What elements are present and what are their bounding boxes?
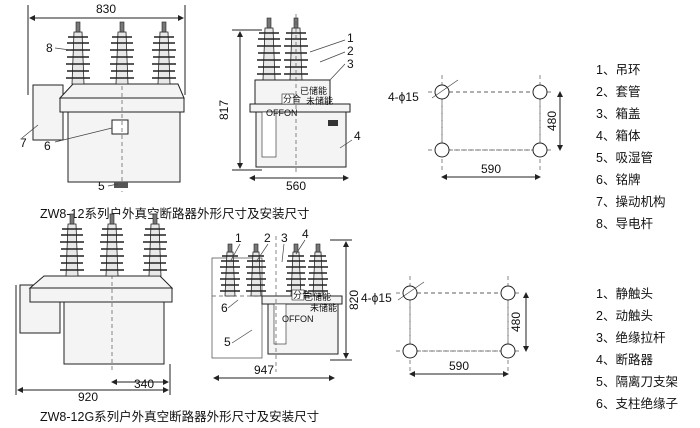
bottom-legend-item: 4、断路器 — [596, 352, 653, 367]
bottom-badge: 分合 — [293, 289, 311, 300]
top-legend-item: 2、套管 — [596, 84, 640, 99]
top-front-label-7: 7 — [20, 136, 27, 150]
bottom-legend-item: 6、支柱绝缘子 — [596, 396, 678, 411]
top-stored-text: 已储能 — [300, 85, 327, 96]
top-front-label-8: 8 — [46, 41, 53, 55]
bottom-offon-text: OFFON — [282, 314, 314, 324]
bottom-legend-item: 1、静触头 — [596, 287, 653, 301]
bottom-holes-label: 4-ϕ15 — [361, 291, 392, 305]
top-legend-item: 4、箱体 — [596, 128, 641, 143]
top-legend-item: 8、导电杆 — [596, 217, 653, 231]
top-legend-item: 6、铭牌 — [596, 172, 640, 187]
bottom-side-label-6: 6 — [221, 301, 228, 315]
bottom-front-view: 920 340 — [15, 213, 174, 404]
top-width-label: 830 — [96, 2, 116, 16]
bottom-subwidth-label: 340 — [134, 377, 154, 391]
bottom-stored-text: 已储能 — [304, 291, 331, 302]
bottom-side-label-4: 4 — [302, 227, 309, 241]
top-legend-item: 1、吊环 — [596, 63, 640, 77]
bottom-mount-diagram: 4-ϕ15 480 590 — [361, 276, 529, 377]
top-legend-item: 3、箱盖 — [596, 106, 640, 121]
bottom-side-width-label: 947 — [254, 363, 274, 377]
top-side-label-1: 1 — [347, 31, 354, 45]
top-side-label-4: 4 — [354, 129, 361, 143]
top-not-stored-text: 未储能 — [306, 95, 333, 106]
top-side-label-3: 3 — [347, 57, 354, 71]
top-side-label-2: 2 — [347, 44, 354, 58]
bottom-legend: 1、静触头 2、动触头 3、绝缘拉杆 4、断路器 5、隔离刀支架 6、支柱绝缘子 — [596, 287, 678, 411]
bottom-side-label-3: 3 — [281, 231, 288, 245]
top-legend-item: 7、操动机构 — [596, 194, 665, 209]
top-side-width-label: 560 — [286, 179, 306, 193]
bottom-side-label-5: 5 — [224, 335, 231, 349]
top-badge: 分合 — [283, 93, 301, 104]
bottom-side-label-1: 1 — [235, 231, 242, 245]
bottom-side-label-2: 2 — [264, 231, 271, 245]
bottom-horiz-label: 590 — [449, 359, 469, 373]
top-mount-diagram: 4-ϕ15 480 590 — [388, 75, 563, 180]
top-horiz-label: 590 — [481, 162, 501, 176]
top-side-view: 817 分合 已储能 未储能 OFFON 560 1 2 3 4 — [217, 14, 361, 193]
bottom-height-label: 820 — [347, 290, 361, 310]
bottom-side-view: 分合 已储能 未储能 OFFON 820 947 1 2 3 4 6 5 — [211, 227, 361, 381]
bottom-width-label: 920 — [78, 390, 98, 404]
top-holes-label: 4-ϕ15 — [388, 90, 419, 104]
top-legend: 1、吊环 2、套管 3、箱盖 4、箱体 5、吸湿管 6、铭牌 7、操动机构 8、… — [596, 63, 665, 231]
top-vert-label: 480 — [545, 111, 559, 131]
top-front-view: 830 8 7 6 5 — [20, 2, 186, 193]
top-front-label-5: 5 — [98, 179, 105, 193]
top-height-label: 817 — [217, 100, 231, 120]
bottom-caption: ZW8-12G系列户外真空断路器外形尺寸及安装尺寸 — [40, 409, 319, 424]
bottom-vert-label: 480 — [509, 312, 523, 332]
bottom-legend-item: 3、绝缘拉杆 — [596, 330, 666, 345]
top-front-label-6: 6 — [44, 139, 51, 153]
top-legend-item: 5、吸湿管 — [596, 150, 653, 165]
bottom-not-stored-text: 未储能 — [310, 302, 337, 313]
bottom-legend-item: 2、动触头 — [596, 309, 653, 323]
top-offon-text: OFFON — [266, 108, 298, 118]
top-caption: ZW8-12系列户外真空断路器外形尺寸及安装尺寸 — [40, 206, 309, 221]
bottom-legend-item: 5、隔离刀支架 — [596, 374, 678, 389]
